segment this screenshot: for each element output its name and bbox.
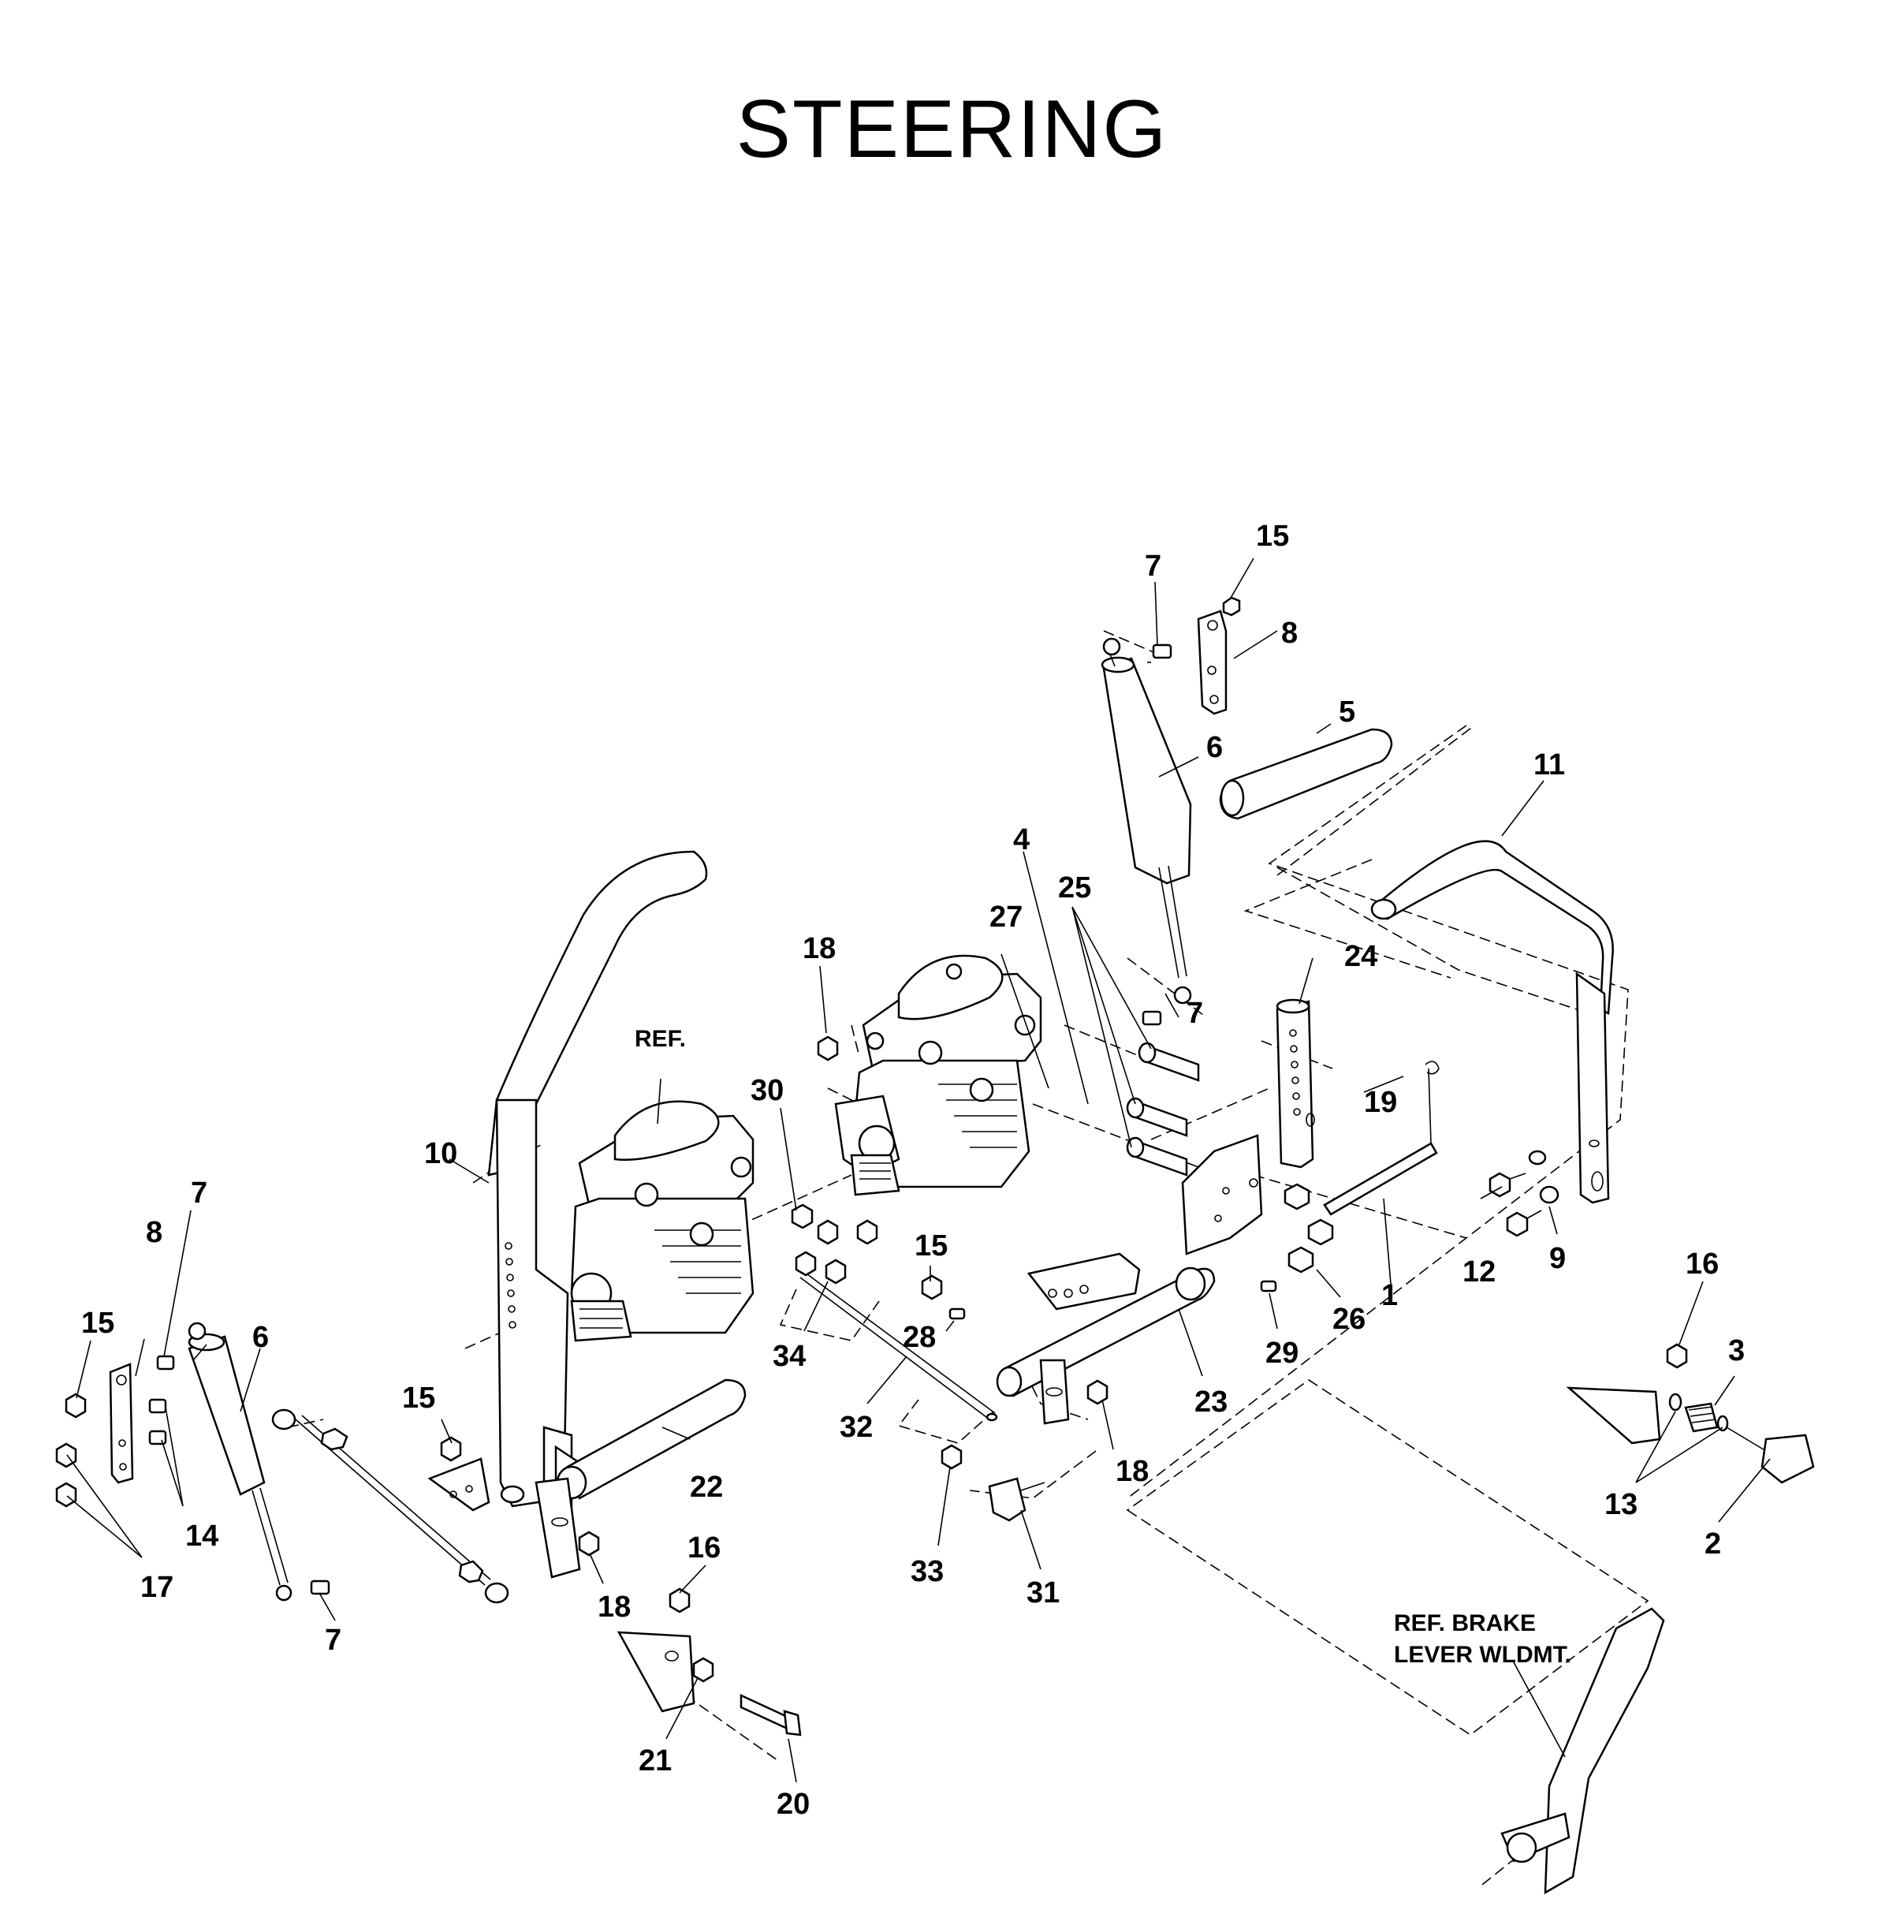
callout-12: 12 [1462,1255,1496,1289]
callout-6-upper: 6 [1206,731,1223,764]
callout-31: 31 [1027,1576,1060,1609]
callout-7-upper-right: 7 [1187,997,1203,1030]
page-title: STEERING [736,84,1168,175]
callout-26: 26 [1332,1303,1366,1336]
callout-33: 33 [911,1555,944,1588]
callout-15-mid-left: 15 [402,1382,435,1415]
upper-gas-spring [1101,637,1192,1005]
callout-15-center: 15 [915,1229,948,1263]
washer-and-bolt [1489,1150,1559,1237]
cross-tube-23 [996,1252,1216,1425]
upper-bracket [1197,610,1228,715]
callout-18-right: 18 [1116,1455,1149,1488]
center-hardware [791,1035,1277,1522]
left-cross-tube [535,1378,747,1579]
callout-7-bottom-left: 7 [325,1624,341,1657]
brake-reference-note-line2: LEVER WLDMT. [1394,1642,1571,1668]
pump-reference-note: REF. [635,1026,686,1052]
grip [1219,728,1393,820]
left-gas-spring [188,1322,292,1602]
reference-notes: REF. REF. BRAKE LEVER WLDMT. [635,1026,1571,1668]
callout-6-left: 6 [252,1321,269,1354]
pivot-shaft [1323,1061,1440,1216]
callout-1: 1 [1381,1279,1398,1312]
callout-29: 29 [1265,1337,1299,1370]
lower-center-hardware [617,1587,802,1736]
callout-28: 28 [903,1321,936,1354]
brake-lever-weldment [1500,1607,1665,1895]
callout-27: 27 [989,901,1023,934]
callout-25: 25 [1058,871,1091,904]
post [1276,998,1315,1169]
callout-16-right: 16 [1686,1248,1719,1281]
callout-32: 32 [840,1411,873,1444]
callout-3: 3 [1728,1334,1745,1367]
right-steering-lever [1370,840,1614,1204]
upper-hardware [1142,596,1241,1026]
left-linkage-rod [271,1408,509,1604]
callout-7-top: 7 [1145,550,1161,583]
callout-18-top: 18 [803,932,836,965]
callout-labels: 1 2 3 4 5 6 6 7 7 7 7 8 8 9 10 11 12 13 … [81,520,1745,1821]
callout-13: 13 [1604,1488,1638,1521]
callout-15-left: 15 [81,1307,114,1340]
callout-2: 2 [1705,1527,1721,1561]
left-steering-lever [427,850,708,1531]
brake-reference-note-line1: REF. BRAKE [1394,1610,1536,1636]
right-hydro-pump [834,954,1042,1196]
callout-4: 4 [1013,823,1030,856]
callout-24: 24 [1344,940,1377,973]
callout-10: 10 [424,1137,457,1170]
bolts [1126,1042,1200,1177]
linkage-rod-32 [799,1271,998,1422]
callout-22: 22 [690,1471,723,1504]
callout-34: 34 [773,1340,806,1373]
callout-16-center: 16 [687,1531,721,1565]
left-hydro-pump [570,1100,755,1342]
callout-8-left: 8 [146,1216,162,1249]
callout-19: 19 [1364,1086,1397,1119]
callout-21: 21 [639,1744,672,1777]
leader-lines [66,558,1771,1783]
callout-5: 5 [1339,696,1355,729]
callout-30: 30 [751,1074,784,1107]
callout-7-left: 7 [191,1177,207,1210]
left-bracket [109,1363,134,1484]
mount-plate [1181,1134,1334,1274]
callout-11: 11 [1533,748,1565,781]
callout-15-top: 15 [1256,520,1289,553]
callout-17: 17 [140,1571,173,1604]
callout-8-upper: 8 [1281,617,1298,650]
callout-9: 9 [1549,1242,1566,1275]
right-lower-hardware [1566,1343,1815,1484]
callout-18-left: 18 [598,1591,631,1624]
callout-23: 23 [1194,1386,1228,1419]
callout-14: 14 [185,1520,218,1553]
assembly-guide-lines [287,630,1649,1885]
callout-20: 20 [777,1788,810,1821]
